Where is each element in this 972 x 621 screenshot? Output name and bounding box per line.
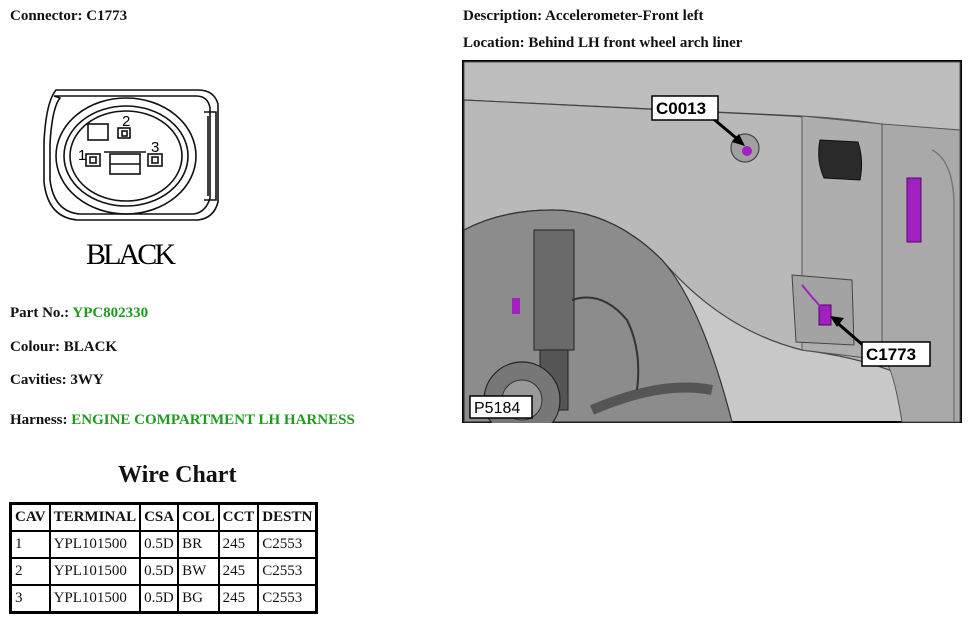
diagram-color-label: BLACK — [86, 238, 176, 271]
cell-csa: 0.5D — [140, 558, 179, 585]
part-no-value: YPC802330 — [72, 305, 149, 321]
cell-terminal: YPL101500 — [49, 585, 141, 612]
cell-terminal: YPL101500 — [49, 558, 141, 585]
callout-c1773: C1773 — [866, 345, 916, 364]
cell-destn: C2553 — [258, 531, 317, 558]
header-cct: CCT — [218, 504, 259, 531]
cell-csa: 0.5D — [140, 531, 179, 558]
location-label: Location: — [463, 35, 525, 51]
cell-cct: 245 — [218, 558, 259, 585]
header-destn: DESTN — [258, 504, 317, 531]
cavities-field: Cavities: 3WY — [10, 372, 104, 389]
wire-chart-header-row: CAV TERMINAL CSA COL CCT DESTN — [11, 504, 317, 531]
illustration-ref: P5184 — [474, 400, 520, 417]
table-row: 2 YPL101500 0.5D BW 245 C2553 — [11, 558, 317, 585]
connector-field: Connector: C1773 — [10, 8, 127, 25]
cell-cct: 245 — [218, 585, 259, 612]
connector-face-diagram: 2 1 3 BLACK — [43, 89, 219, 271]
description-value: Accelerometer-Front left — [545, 8, 704, 24]
cell-terminal: YPL101500 — [49, 531, 141, 558]
pin-2-label: 2 — [122, 113, 130, 130]
cell-cav: 3 — [11, 585, 50, 612]
wire-chart-title: Wire Chart — [118, 462, 237, 488]
table-row: 3 YPL101500 0.5D BG 245 C2553 — [11, 585, 317, 612]
pin-3-label: 3 — [151, 139, 159, 156]
part-no-field: Part No.: YPC802330 — [10, 305, 148, 322]
colour-value: BLACK — [63, 339, 118, 355]
part-no-label: Part No.: — [10, 305, 70, 321]
cavities-value: 3WY — [70, 372, 104, 388]
cell-col: BR — [178, 531, 219, 558]
cell-cav: 1 — [11, 531, 50, 558]
cell-cav: 2 — [11, 558, 50, 585]
cell-destn: C2553 — [258, 558, 317, 585]
table-row: 1 YPL101500 0.5D BR 245 C2553 — [11, 531, 317, 558]
location-field: Location: Behind LH front wheel arch lin… — [463, 35, 742, 52]
connector-value: C1773 — [86, 8, 128, 24]
cavities-label: Cavities: — [10, 372, 67, 388]
description-label: Description: — [463, 8, 543, 24]
header-cav: CAV — [11, 504, 50, 531]
header-csa: CSA — [140, 504, 179, 531]
colour-label: Colour: — [10, 339, 60, 355]
connector-label: Connector: — [10, 8, 83, 24]
harness-field: Harness: ENGINE COMPARTMENT LH HARNESS — [10, 412, 355, 429]
location-illustration: C0013 C1773 P5184 — [462, 60, 962, 423]
cell-cct: 245 — [218, 531, 259, 558]
colour-field: Colour: BLACK — [10, 339, 117, 356]
pin-1-label: 1 — [78, 147, 86, 164]
wire-chart-table: CAV TERMINAL CSA COL CCT DESTN 1 YPL1015… — [9, 502, 319, 614]
cell-destn: C2553 — [258, 585, 317, 612]
harness-value: ENGINE COMPARTMENT LH HARNESS — [71, 412, 355, 428]
header-col: COL — [178, 504, 219, 531]
description-field: Description: Accelerometer-Front left — [463, 8, 703, 25]
cell-col: BG — [178, 585, 219, 612]
cell-col: BW — [178, 558, 219, 585]
harness-label: Harness: — [10, 412, 68, 428]
location-value: Behind LH front wheel arch liner — [528, 35, 743, 51]
cell-csa: 0.5D — [140, 585, 179, 612]
header-terminal: TERMINAL — [49, 504, 141, 531]
callout-c0013: C0013 — [656, 99, 706, 118]
